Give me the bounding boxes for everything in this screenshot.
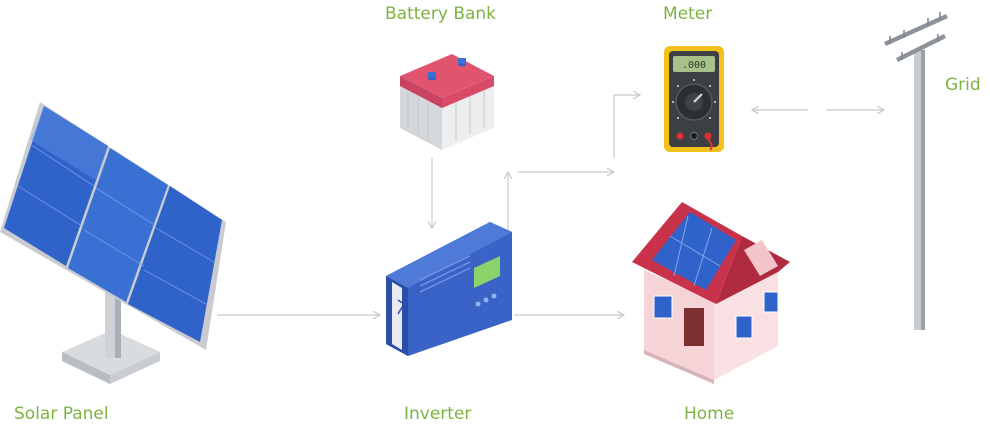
connector-to-meter [613, 95, 640, 158]
solar-panel-icon [0, 102, 226, 384]
connectors [217, 95, 884, 315]
battery-bank-label: Battery Bank [385, 4, 497, 24]
inverter-label: Inverter [404, 404, 472, 424]
meter-display-value: .000 [682, 60, 706, 71]
home-label: Home [684, 404, 735, 424]
inverter-icon [386, 222, 512, 356]
home-icon [632, 202, 790, 384]
meter-icon [664, 46, 724, 152]
solar-panel-label: Solar Panel [14, 404, 109, 424]
grid-label: Grid [945, 75, 981, 95]
meter-label: Meter [663, 4, 713, 24]
battery-icon [400, 54, 494, 150]
grid-pole-icon [884, 12, 948, 330]
